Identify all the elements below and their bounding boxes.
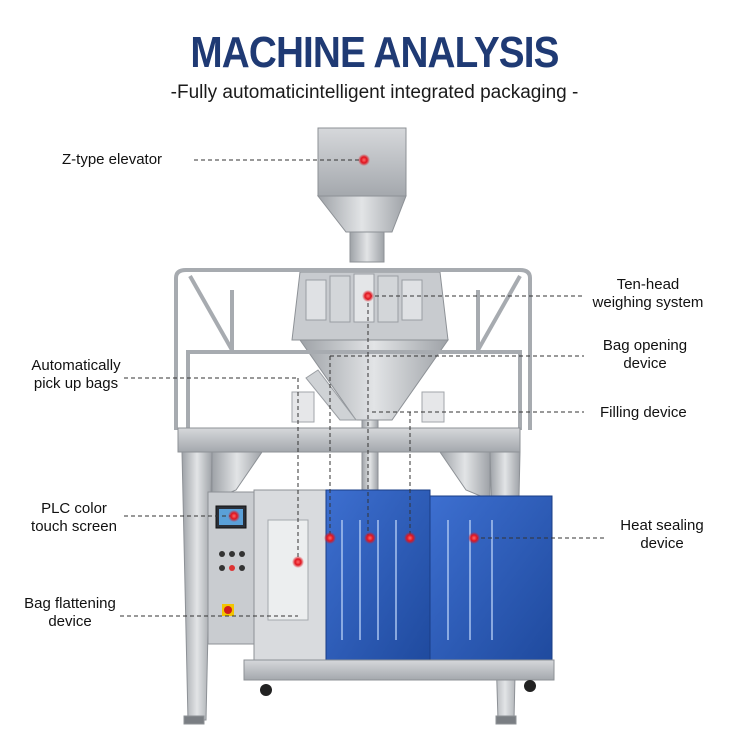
platform-deck (177, 391, 521, 453)
marker-heat-sealing (468, 532, 480, 544)
label-flatten-line2: device (48, 613, 92, 630)
ten-head-weigher (291, 271, 449, 491)
label-heat-line1: Heat sealing (620, 517, 704, 534)
marker-bag-flattening (292, 556, 304, 568)
marker-ten-head (362, 290, 374, 302)
label-pick-up-line1: Automatically (31, 357, 121, 374)
marker-z-elevator (358, 154, 370, 166)
label-flatten-line1: Bag flattening (24, 595, 116, 612)
z-elevator-hopper (316, 127, 407, 263)
label-ten-head-line2: weighing system (592, 294, 704, 311)
page-subtitle: -Fully automaticintelligent integrated p… (170, 82, 579, 103)
marker-filling (364, 532, 376, 544)
platform-railing (174, 268, 532, 430)
marker-bag-opening (324, 532, 336, 544)
label-auto-pick-up: Automatically pick up bags (24, 357, 128, 393)
label-plc-line2: touch screen (31, 518, 117, 535)
label-plc-line1: PLC color (41, 500, 107, 517)
label-bag-flattening: Bag flattening device (18, 595, 122, 631)
page-title: MACHINE ANALYSIS (190, 28, 559, 77)
packaging-body (243, 489, 555, 696)
label-heat-line2: device (640, 535, 684, 552)
label-filling-device: Filling device (600, 404, 687, 421)
label-bag-opening-line1: Bag opening (602, 337, 688, 354)
leader-lines (120, 159, 606, 617)
label-ten-head-line1: Ten-head (616, 276, 680, 293)
label-bag-opening-line2: device (623, 355, 667, 372)
label-plc: PLC color touch screen (22, 500, 126, 536)
label-ten-head-weighing: Ten-head weighing system (588, 276, 708, 312)
marker-pick-up (404, 532, 416, 544)
label-heat-sealing: Heat sealing device (612, 517, 712, 553)
marker-plc (228, 510, 240, 522)
label-pick-up-line2: pick up bags (33, 375, 119, 392)
label-z-elevator: Z-type elevator (62, 151, 163, 168)
label-bag-opening: Bag opening device (590, 337, 700, 373)
marker-dots (228, 154, 480, 568)
